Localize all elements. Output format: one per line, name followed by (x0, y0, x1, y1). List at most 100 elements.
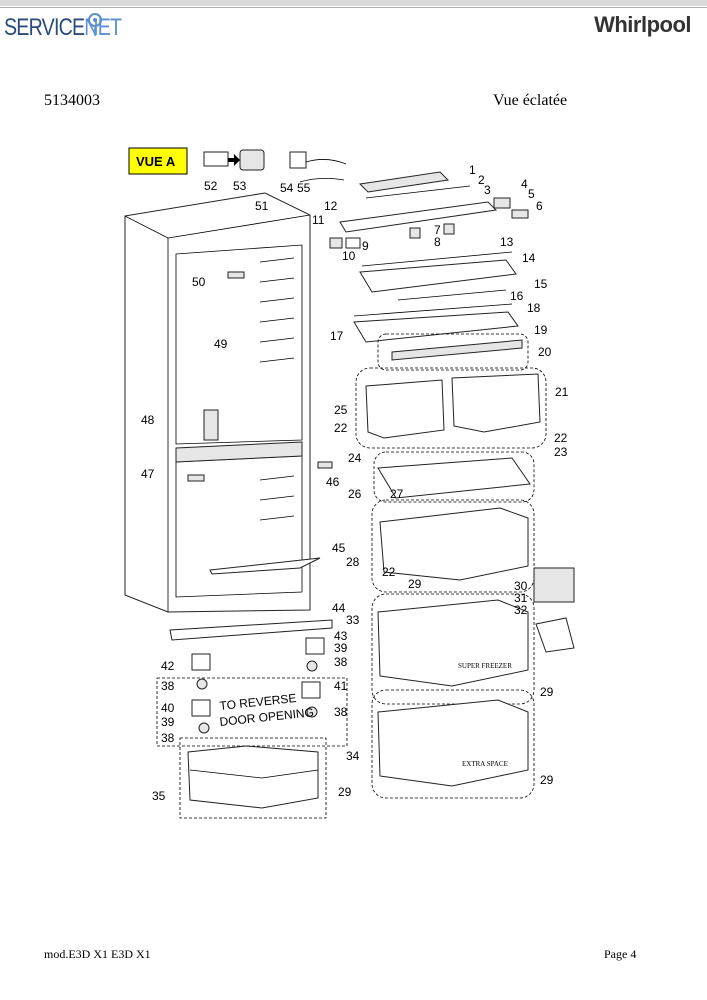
part-14-shelf (359, 259, 517, 293)
label-34: 34 (346, 749, 360, 763)
header-rule-thin (0, 7, 707, 8)
part-52-module (203, 151, 229, 167)
label-46: 46 (326, 475, 340, 489)
part-28-group (371, 499, 535, 593)
part-1-panel (358, 171, 450, 193)
part-13-trim (361, 251, 513, 267)
arrow-icon (228, 154, 240, 166)
part-42-hinge (191, 653, 211, 671)
label-45: 45 (332, 541, 346, 555)
label-8: 8 (434, 235, 441, 249)
servicenet-logo: SERVICENET (4, 14, 122, 42)
label-43: 43 (334, 629, 348, 643)
label-11: 11 (312, 213, 325, 227)
label-22b: 22 (554, 431, 568, 445)
label-9: 9 (362, 239, 369, 253)
label-38b: 38 (161, 731, 175, 745)
label-14: 14 (522, 251, 536, 265)
label-30: 30 (514, 579, 528, 593)
part-16-trim (397, 289, 507, 301)
label-25: 25 (334, 403, 348, 417)
label-22a: 22 (334, 421, 348, 435)
header-rule (0, 0, 707, 6)
part-32-clip (535, 617, 575, 653)
label-49: 49 (214, 337, 228, 351)
part-41-hinge (301, 681, 321, 699)
label-47: 47 (141, 467, 155, 481)
label-31: 31 (514, 591, 528, 605)
view-label: VUE A (136, 154, 176, 169)
part-33-drawer (377, 599, 529, 687)
part-38-foot-c (198, 722, 210, 734)
view-label-badge (128, 147, 188, 175)
label-41: 41 (334, 679, 348, 693)
drawer-label-extra: EXTRA SPACE (462, 760, 508, 768)
part-38-foot-d (306, 706, 318, 718)
part-6-clip (511, 209, 529, 219)
label-19: 19 (534, 323, 548, 337)
label-10: 10 (342, 249, 356, 263)
part-40-hinge (191, 699, 211, 717)
gear-icon (88, 13, 102, 36)
label-1: 1 (469, 163, 476, 177)
crisper-group (355, 367, 547, 449)
label-55: 55 (297, 181, 311, 195)
label-24: 24 (348, 451, 362, 465)
part-44-kickplate (169, 619, 333, 641)
part-19-shelf (353, 311, 519, 343)
label-23: 23 (554, 445, 568, 459)
part-34-drawer (377, 699, 529, 787)
part-45-panel (209, 557, 321, 575)
part-38-foot-b (306, 660, 318, 672)
part-38-foot (196, 678, 208, 690)
label-32: 32 (514, 603, 528, 617)
label-35: 35 (152, 789, 166, 803)
label-17: 17 (330, 329, 344, 343)
document-code: 5134003 (44, 92, 100, 109)
label-13: 13 (500, 235, 514, 249)
part-9-lamp (345, 237, 361, 249)
label-33: 33 (346, 613, 360, 627)
divider-panel (175, 441, 303, 463)
part-10-switch (329, 237, 343, 249)
label-38c: 38 (334, 655, 348, 669)
part-3-strip (365, 185, 471, 199)
label-40: 40 (161, 701, 175, 715)
part-12-bar (339, 201, 498, 233)
label-22c: 22 (382, 565, 396, 579)
servicenet-logo-main: SERVICE (4, 14, 85, 41)
label-38a: 38 (161, 679, 175, 693)
label-20: 20 (538, 345, 552, 359)
part-53-module (239, 149, 265, 171)
part-48-control (203, 409, 219, 441)
cabinet-body (124, 192, 311, 613)
label-27: 27 (390, 487, 404, 501)
part-8-knob (409, 227, 421, 239)
part-54-connector (289, 151, 307, 169)
footer-page: Page 4 (604, 947, 637, 961)
drawer-label-super: SUPER FREEZER (458, 662, 512, 670)
label-3: 3 (484, 183, 491, 197)
part-47-lamp (187, 474, 205, 482)
part-18-trim (353, 303, 513, 317)
part-46-bracket (317, 461, 333, 469)
part-30-31-racks (533, 567, 575, 603)
label-39a: 39 (334, 641, 348, 655)
part-50-lamp (227, 271, 245, 279)
part-28-drawer (379, 507, 529, 581)
label-6: 6 (536, 199, 543, 213)
label-44: 44 (332, 601, 346, 615)
label-5: 5 (528, 187, 535, 201)
fridge-compartment (175, 244, 303, 445)
label-29a: 29 (408, 577, 422, 591)
part-43-hinge (305, 637, 325, 655)
label-21: 21 (555, 385, 569, 399)
part-7-knob (443, 223, 455, 235)
label-48: 48 (141, 413, 155, 427)
part-26-group (373, 451, 535, 503)
label-39b: 39 (161, 715, 175, 729)
label-54: 54 (280, 181, 294, 195)
part-5-clip (493, 197, 511, 209)
part-20-group (377, 333, 529, 371)
part-27-shelf (377, 457, 531, 499)
